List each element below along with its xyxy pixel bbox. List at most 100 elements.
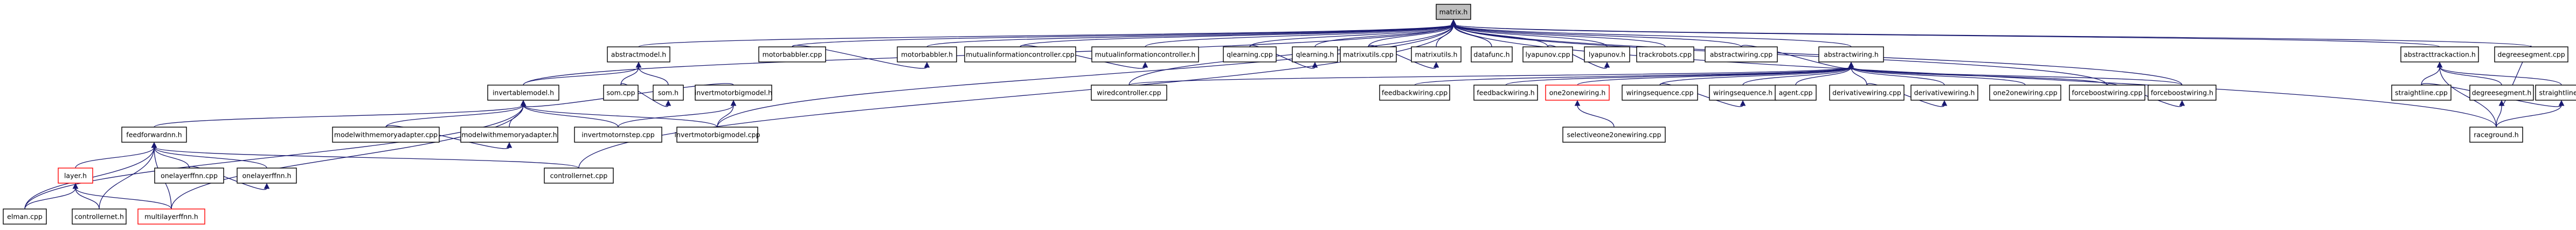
node-label: multilayerffnn.h <box>144 213 198 221</box>
node-invertmotorbigmodel-h[interactable]: invertmotorbigmodel.h <box>695 85 772 101</box>
edge-layer-to-feedforwardnn <box>75 142 157 169</box>
node-label: som.cpp <box>606 89 635 97</box>
node-invertmotorbigmodel-cpp[interactable]: invertmotorbigmodel.cpp <box>674 127 760 143</box>
edge-racegroundh-to-straightlineh <box>2496 100 2565 128</box>
node-label: matrix.h <box>1439 8 1468 16</box>
node-abstractwiring-cpp[interactable]: abstractwiring.cpp <box>1705 46 1778 62</box>
node-label: layer.h <box>64 172 87 180</box>
edge-modelwithmemoryadaptercpp-to-modelwithmemoryadapterh <box>385 125 513 149</box>
node-one2onewiring-cpp[interactable]: one2onewiring.cpp <box>1989 85 2061 101</box>
node-feedforwardnn-h[interactable]: feedforwardnn.h <box>121 127 187 143</box>
node-modelwithmemoryadapter-h[interactable]: modelwithmemoryadapter.h <box>460 127 558 143</box>
edge-invertmotornstepcpp-to-invertablemodel <box>520 100 619 128</box>
node-label: straightline.cpp <box>2395 89 2448 97</box>
node-label: wiringsequence.h <box>1713 89 1772 97</box>
edge-multilayerffnn-to-layer <box>72 183 172 210</box>
edge-qlearningcpp-to-qlearningh <box>1249 45 1318 69</box>
node-feedbackwiring-h[interactable]: feedbackwiring.h <box>1473 85 1538 101</box>
node-label: mutualinformationcontroller.cpp <box>966 51 1074 59</box>
node-label: abstractmodel.h <box>611 51 666 59</box>
edge-invertablemodel-to-abstractmodel <box>523 61 642 86</box>
node-motorbabbler-h[interactable]: motorbabbler.h <box>897 46 957 62</box>
edge-somcpp-to-somh <box>620 83 671 107</box>
node-label: motorbabbler.cpp <box>763 51 822 59</box>
node-modelwithmemoryadapter-cpp[interactable]: modelwithmemoryadapter.cpp <box>332 127 440 143</box>
node-derivativewiring-cpp[interactable]: derivativewiring.cpp <box>1829 85 1905 101</box>
node-motorbabbler-cpp[interactable]: motorbabbler.cpp <box>758 46 826 62</box>
node-degreesegment-cpp[interactable]: degreesegment.cpp <box>2494 46 2568 62</box>
node-label: feedbackwiring.h <box>1477 89 1534 97</box>
edge-abstractmodel-to-matrix <box>638 19 1457 47</box>
node-selectiveone2onewiring-cpp[interactable]: selectiveone2onewiring.cpp <box>1562 127 1666 143</box>
node-elman-cpp[interactable]: elman.cpp <box>3 208 47 225</box>
node-label: onelayerffnn.h <box>243 172 292 180</box>
node-datafunc-h[interactable]: datafunc.h <box>1471 46 1513 62</box>
node-matrixutils-cpp[interactable]: matrixutils.cpp <box>1340 46 1397 62</box>
edge-one2onewiringh-to-abstractwiringh <box>1577 61 1854 86</box>
node-controllernet-cpp[interactable]: controllernet.cpp <box>544 168 614 184</box>
node-matrix-h[interactable]: matrix.h <box>1436 4 1471 20</box>
node-qlearning-h[interactable]: qlearning.h <box>1292 46 1338 62</box>
node-label: abstracttrackaction.h <box>2404 51 2476 59</box>
node-controllernet-h[interactable]: controllernet.h <box>72 208 127 225</box>
node-label: invertmotornstep.cpp <box>581 131 655 139</box>
node-qlearning-cpp[interactable]: qlearning.cpp <box>1223 46 1277 62</box>
edge-matrixutilscpp-to-matrixutilsh <box>1368 45 1439 69</box>
node-trackrobots-cpp[interactable]: trackrobots.cpp <box>1636 46 1694 62</box>
node-som-cpp[interactable]: som.cpp <box>603 85 639 101</box>
edge-elmancpp-to-invertablemodel <box>24 100 527 210</box>
node-label: feedforwardnn.h <box>126 131 182 139</box>
node-label: controllernet.cpp <box>550 172 608 180</box>
node-matrixutils-h[interactable]: matrixutils.h <box>1411 46 1462 62</box>
node-onelayerffnn-cpp[interactable]: onelayerffnn.cpp <box>154 168 224 184</box>
node-abstracttrackaction-h[interactable]: abstracttrackaction.h <box>2400 46 2479 62</box>
edge-abstractwiringcpp-to-matrix <box>1450 19 1742 47</box>
node-lyapunov-h[interactable]: lyapunov.h <box>1584 46 1630 62</box>
node-one2onewiring-h[interactable]: one2onewiring.h <box>1545 85 1610 101</box>
node-label: selectiveone2onewiring.cpp <box>1567 131 1661 139</box>
node-abstractmodel-h[interactable]: abstractmodel.h <box>607 46 670 62</box>
edge-lyapunovcpp-to-lyapunovh <box>1547 45 1610 69</box>
node-label: matrixutils.h <box>1415 51 1458 59</box>
node-label: one2onewiring.h <box>1549 89 1606 97</box>
node-abstractwiring-h[interactable]: abstractwiring.h <box>1818 46 1884 62</box>
node-som-h[interactable]: som.h <box>653 85 684 101</box>
node-onelayerffnn-h[interactable]: onelayerffnn.h <box>237 168 297 184</box>
node-multilayerffnn-h[interactable]: multilayerffnn.h <box>137 208 205 225</box>
edge-feedforwardnn-to-invertablemodel <box>154 100 527 128</box>
node-invertmotornstep-cpp[interactable]: invertmotornstep.cpp <box>574 127 662 143</box>
node-forceboostwiring-cpp[interactable]: forceboostwiring.cpp <box>2069 85 2145 101</box>
edge-somh-to-abstractmodel <box>635 61 669 86</box>
node-label: lyapunov.cpp <box>1525 51 1570 59</box>
node-mutualinformationcontroller-h[interactable]: mutualinformationcontroller.h <box>1091 46 1199 62</box>
node-layer-h[interactable]: layer.h <box>58 168 93 184</box>
node-lyapunov-cpp[interactable]: lyapunov.cpp <box>1522 46 1573 62</box>
node-raceground-h[interactable]: raceground.h <box>2469 127 2523 143</box>
node-label: elman.cpp <box>7 213 43 221</box>
node-feedbackwiring-cpp[interactable]: feedbackwiring.cpp <box>1379 85 1450 101</box>
edge-onelayerffnncpp-to-onelayerffnnh <box>189 166 270 190</box>
node-derivativewiring-h[interactable]: derivativewiring.h <box>1910 85 1978 101</box>
node-label: forceboostwiring.cpp <box>2072 89 2143 97</box>
edge-multilayerffnn-to-invertablemodel <box>171 100 527 210</box>
node-label: invertablemodel.h <box>493 89 554 97</box>
node-agent-cpp[interactable]: agent.cpp <box>1775 85 1817 101</box>
node-wiringsequence-cpp[interactable]: wiringsequence.cpp <box>1622 85 1698 101</box>
node-wiredcontroller-cpp[interactable]: wiredcontroller.cpp <box>1091 85 1167 101</box>
node-wiringsequence-h[interactable]: wiringsequence.h <box>1709 85 1777 101</box>
node-mutualinformationcontroller-cpp[interactable]: mutualinformationcontroller.cpp <box>964 46 1076 62</box>
node-label: abstractwiring.h <box>1824 51 1879 59</box>
node-label: trackrobots.cpp <box>1639 51 1692 59</box>
node-forceboostwiring-h[interactable]: forceboostwiring.h <box>2148 85 2217 101</box>
node-label: wiredcontroller.cpp <box>1097 89 1161 97</box>
node-degreesegment-h[interactable]: degreesegment.h <box>2469 85 2534 101</box>
node-label: agent.cpp <box>1779 89 1813 97</box>
node-label: modelwithmemoryadapter.cpp <box>334 131 438 139</box>
node-invertablemodel-h[interactable]: invertablemodel.h <box>487 85 559 101</box>
node-label: invertmotorbigmodel.cpp <box>674 131 760 139</box>
edge-mutualinformationcontrollercpp-to-mutualinformationcontrollerh <box>1020 45 1148 69</box>
node-straightline-cpp[interactable]: straightline.cpp <box>2391 85 2452 101</box>
node-label: controllernet.h <box>74 213 124 221</box>
node-straightline-h[interactable]: straightline.h <box>2535 85 2576 101</box>
